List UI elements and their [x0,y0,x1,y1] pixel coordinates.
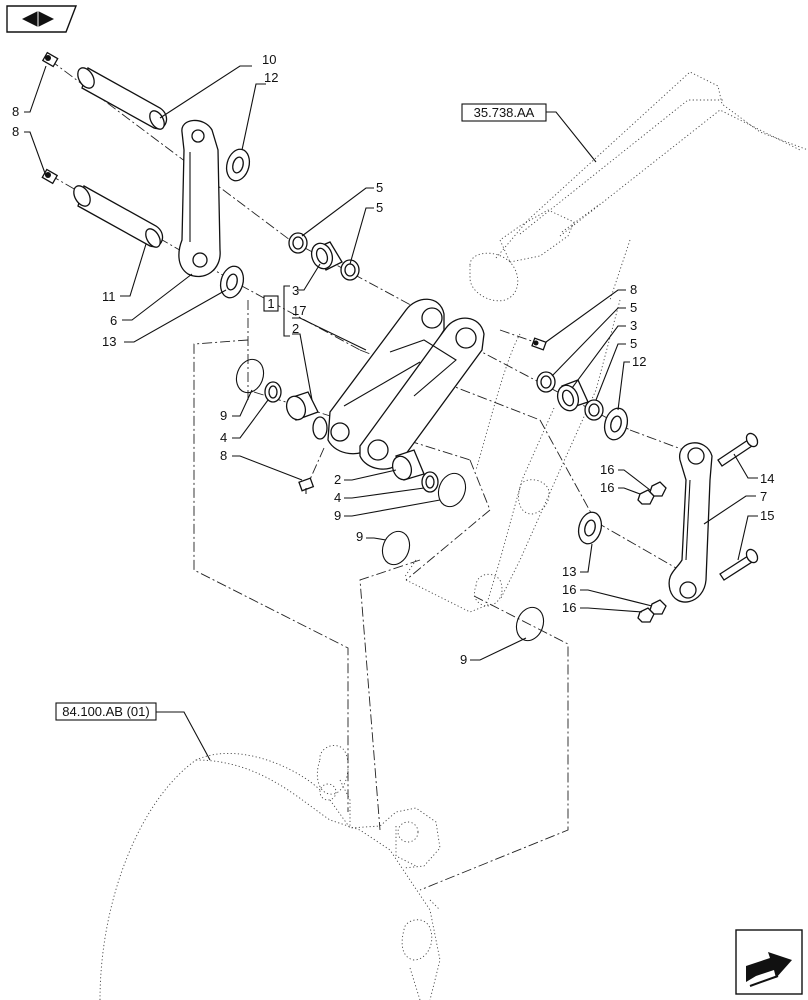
nut-lower-b [649,599,667,615]
o-ring-lower-b [381,530,411,566]
callout-8: 8 [12,124,19,139]
callout-17: 17 [292,303,306,318]
pin-upper [77,67,168,130]
callout-16: 16 [600,462,614,477]
link-right [668,442,713,603]
kit-box: 1 [263,285,290,337]
seal-right-a [536,371,556,393]
callout-2: 2 [334,472,341,487]
callout-4: 4 [220,430,227,445]
callout-9: 9 [220,408,227,423]
callout-5: 5 [630,300,637,315]
leader-lines [24,65,758,761]
callout-3: 3 [630,318,637,333]
grease-nipple-center-left [298,477,315,494]
bushing-left [285,391,319,421]
h-link-assembly [312,298,485,470]
callout-9: 9 [334,508,341,523]
bushing-lower [391,449,425,481]
link-left [178,119,221,278]
callout-11: 11 [102,289,116,304]
pin-lower [73,185,164,248]
callout-12: 12 [632,354,646,369]
svg-text:84.100.AB (01): 84.100.AB (01) [62,704,149,719]
callout-16: 16 [600,480,614,495]
next-page-arrow-icon[interactable] [735,929,803,995]
ref-box-bucket[interactable]: 84.100.AB (01) [55,702,157,721]
callout-16: 16 [562,582,576,597]
callout-6: 6 [110,313,117,328]
seal-left [264,381,282,403]
callout-13: 13 [102,334,116,349]
grease-nipple-center-right [531,337,547,351]
shim-upper [225,148,251,182]
o-ring-left [235,358,265,394]
grease-nipple-top [41,51,59,68]
nut-upper-b [649,481,667,497]
o-ring-bottom [515,606,545,642]
callout-labels: 10 12 8 8 5 5 3 17 2 11 6 13 9 4 8 2 4 9… [12,52,774,667]
callout-3: 3 [292,283,299,298]
callout-9: 9 [460,652,467,667]
callout-8: 8 [630,282,637,297]
callout-2: 2 [292,321,299,336]
boom-arm-outline [403,71,808,613]
callout-13: 13 [562,564,576,579]
ref-box-boom[interactable]: 35.738.AA [461,103,547,122]
callout-9: 9 [356,529,363,544]
nut-upper-a [637,489,655,505]
callout-4: 4 [334,490,341,505]
callout-7: 7 [760,489,767,504]
svg-text:1: 1 [267,296,274,311]
callout-16: 16 [562,600,576,615]
callout-10: 10 [262,52,276,67]
callout-8: 8 [220,448,227,463]
seal-lower [421,471,439,493]
callout-8: 8 [12,104,19,119]
shim-right-lower [577,511,603,545]
svg-text:35.738.AA: 35.738.AA [474,105,535,120]
bushing-right [556,379,589,412]
seal-right-b [584,399,604,421]
shim-lower [219,265,245,299]
callout-15: 15 [760,508,774,523]
callout-5: 5 [376,180,383,195]
bushing-upper [310,241,343,271]
seal-upper-a [288,232,308,254]
callout-5: 5 [376,200,383,215]
o-ring-lower-a [437,472,467,508]
bolt-upper [717,432,759,467]
callout-14: 14 [760,471,774,486]
bolt-lower [719,548,759,581]
callout-12: 12 [264,70,278,85]
callout-5: 5 [630,336,637,351]
bucket-outline [99,745,441,1000]
shim-right-upper [603,407,629,441]
book-open-icon[interactable] [6,5,78,33]
